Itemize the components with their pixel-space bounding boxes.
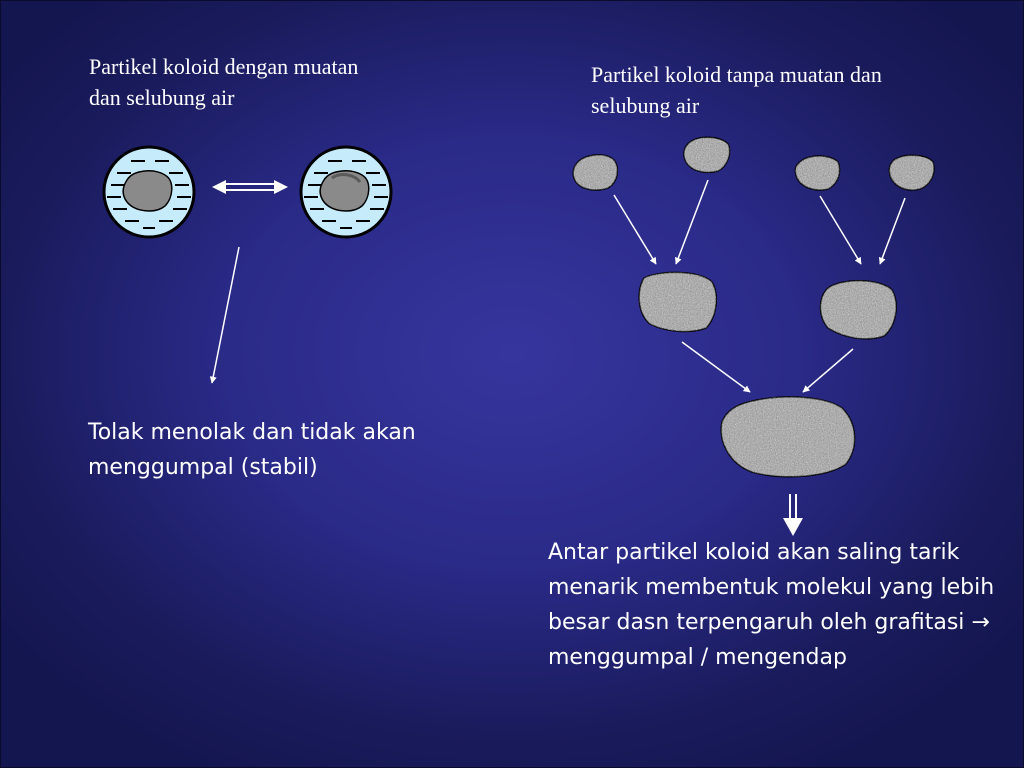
repulsion-arrowhead-left [212,180,226,194]
aggregation-arrow [613,194,657,265]
small-particle [794,155,841,191]
arrow-to-left-note [209,246,240,384]
aggregation-arrow [681,341,751,393]
repulsion-double-arrow [222,183,278,191]
small-particle [572,154,619,191]
medium-aggregate [819,280,897,340]
charged-particle-left [102,145,196,239]
note-coagulation-part-2: menggumpal / mengendap [548,645,847,670]
aggregation-arrow [819,195,862,265]
large-aggregate [720,396,856,478]
settling-arrow [783,494,803,536]
note-coagulation-part-1: Antar partikel koloid akan saling tarik … [548,540,995,635]
caption-uncharged-particles: Partikel koloid tanpa muatan dan selubun… [591,62,882,118]
note-coagulation: Antar partikel koloid akan saling tarik … [548,535,1018,675]
charged-particle-right [299,145,393,239]
right-arrow-symbol: → [971,610,990,635]
caption-charged-particles: Partikel koloid dengan muatan dan selubu… [89,54,359,110]
note-stable: Tolak menolak dan tidak akan menggumpal … [88,420,416,480]
aggregation-arrow [674,179,709,265]
medium-aggregate [638,271,718,333]
small-particle [683,136,731,174]
small-particle [888,154,935,191]
aggregation-arrow [802,348,854,393]
repulsion-arrowhead-right [274,180,288,194]
aggregation-arrow [878,197,906,265]
